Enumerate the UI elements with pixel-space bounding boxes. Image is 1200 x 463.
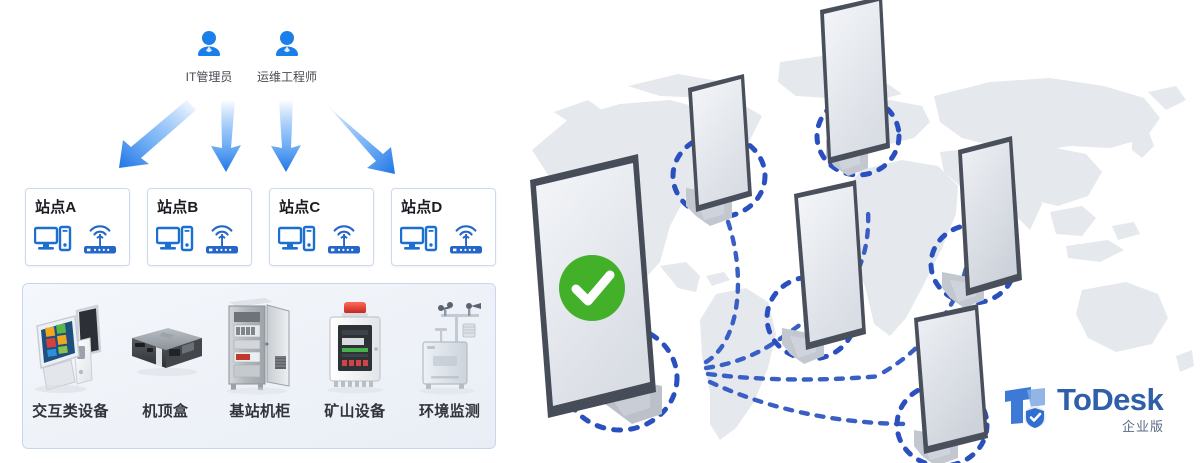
right-network-panel	[510, 0, 1200, 463]
station-card-d[interactable]: 站点D	[391, 188, 496, 266]
station-icons	[156, 220, 246, 260]
device-item-mining[interactable]: 矿山设备	[307, 284, 402, 450]
desktop-computer-icon	[156, 225, 194, 252]
device-item-cabinet[interactable]: 基站机柜	[213, 284, 308, 450]
environment-monitor-photo	[418, 302, 481, 395]
device-label: 矿山设备	[324, 403, 386, 420]
connection-line-3	[705, 371, 885, 382]
base-station-cabinet-photo	[226, 298, 290, 395]
desktop-computer-icon	[34, 225, 72, 252]
remote-monitor-3[interactable]	[820, 0, 890, 176]
station-title: 站点C	[279, 199, 321, 216]
station-card-b[interactable]: 站点B	[147, 188, 252, 266]
role-it-admin: IT管理员	[173, 28, 245, 85]
remote-monitor-2[interactable]	[686, 74, 752, 226]
arrow-3	[271, 100, 301, 172]
device-label: 基站机柜	[229, 403, 291, 420]
station-card-c[interactable]: 站点C	[269, 188, 374, 266]
device-row: 交互类设备	[23, 284, 497, 450]
connection-line-6	[881, 255, 971, 375]
remote-monitor-5[interactable]	[782, 180, 866, 364]
role-label: 运维工程师	[256, 70, 317, 84]
station-title: 站点D	[401, 199, 443, 216]
station-icons	[278, 220, 368, 260]
device-item-interactive[interactable]: 交互类设备	[23, 284, 118, 450]
arrow-4	[323, 100, 395, 174]
person-icon	[198, 31, 220, 56]
todesk-logo[interactable]: ToDesk 企业版	[1001, 382, 1171, 441]
primary-monitor[interactable]	[530, 154, 662, 424]
wifi-router-icon	[450, 225, 482, 254]
wifi-router-icon	[328, 225, 360, 254]
station-title: 站点A	[35, 199, 77, 216]
todesk-shield-logo	[1005, 387, 1046, 428]
connection-line-1	[703, 213, 741, 365]
remote-monitor-4[interactable]	[942, 136, 1022, 308]
wifi-router-icon	[84, 225, 116, 254]
connection-line-4	[707, 379, 913, 427]
remote-monitor-network	[530, 0, 1022, 463]
arrow-2	[211, 100, 241, 172]
device-label: 环境监测	[418, 403, 481, 420]
station-card-a[interactable]: 站点A	[25, 188, 130, 266]
mining-alarm-box-photo	[326, 302, 383, 394]
person-icon	[276, 31, 298, 56]
roles-group: IT管理员 运维工程师	[175, 28, 335, 98]
device-types-panel: 交互类设备	[22, 283, 496, 449]
station-icons	[400, 220, 490, 260]
distribution-arrows	[119, 100, 395, 174]
device-item-settopbox[interactable]: 机顶盒	[118, 284, 213, 450]
logo-edition-text: 企业版	[1121, 419, 1164, 434]
connection-line-2	[703, 315, 813, 371]
desktop-computer-icon	[278, 225, 316, 252]
left-topology-panel: IT管理员 运维工程师	[0, 0, 520, 463]
remote-monitor-6[interactable]	[914, 304, 988, 463]
station-title: 站点B	[157, 199, 199, 216]
role-ops-engineer: 运维工程师	[251, 28, 323, 85]
desktop-computer-icon	[400, 225, 438, 252]
device-label: 交互类设备	[32, 403, 109, 420]
device-label: 机顶盒	[142, 403, 189, 420]
arrow-1	[119, 100, 196, 168]
device-item-environment[interactable]: 环境监测	[402, 284, 497, 450]
station-icons	[34, 220, 124, 260]
role-label: IT管理员	[185, 70, 233, 84]
logo-brand-text: ToDesk	[1057, 382, 1164, 417]
set-top-box-photo	[132, 328, 203, 376]
wifi-router-icon	[206, 225, 238, 254]
pos-terminal-photo	[35, 304, 102, 393]
green-check-icon	[559, 255, 625, 321]
station-cards-row: 站点A	[25, 188, 496, 270]
